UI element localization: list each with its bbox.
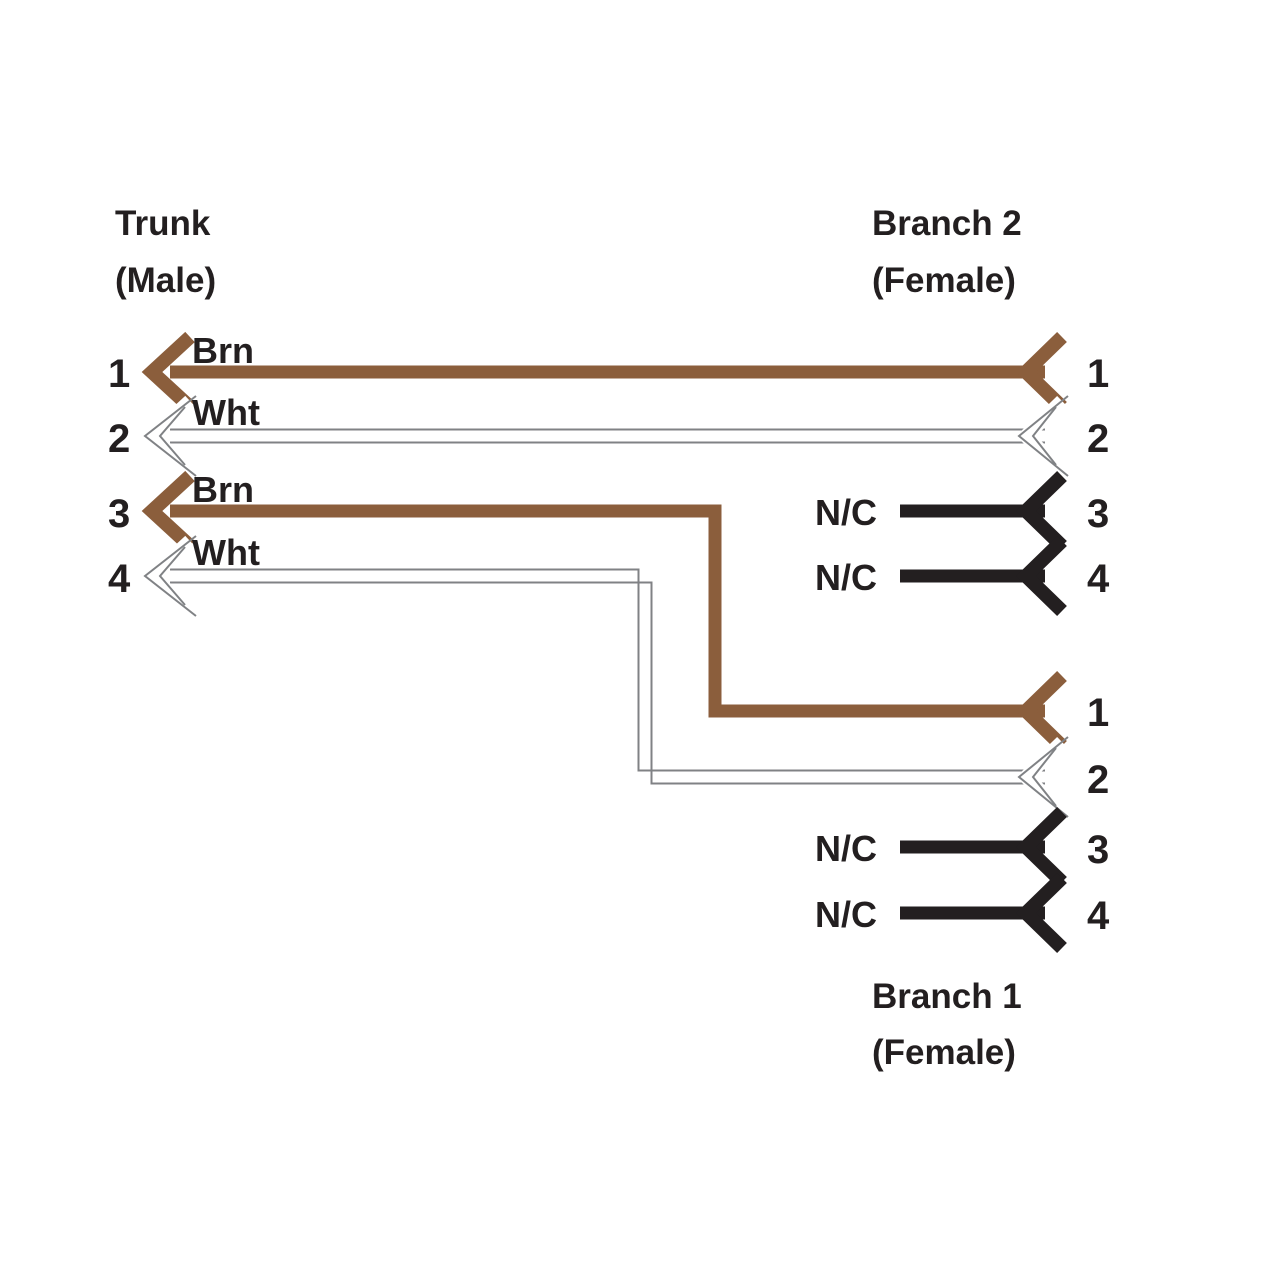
arrowhead-left-trunk-4 — [143, 535, 197, 617]
wire-label-trunk-1: Brn — [192, 330, 254, 371]
nc-stub-branch2-3 — [900, 470, 1067, 552]
trunk-pin-number-2: 2 — [108, 417, 130, 461]
arrowhead-left-trunk-2 — [143, 395, 197, 477]
arrowhead-right-branch2-4 — [1015, 535, 1067, 617]
arrowhead-right-branch2-3 — [1015, 470, 1067, 552]
branch2-nc-label-3: N/C — [815, 492, 877, 533]
trunk-pin-number-1: 1 — [108, 352, 130, 396]
arrowhead-left-trunk-1 — [141, 331, 195, 413]
arrowhead-right-branch1-2 — [1017, 736, 1069, 818]
branch2-title-line2: (Female) — [872, 261, 1016, 300]
wire-trunk1-branch2-1 — [141, 331, 1067, 413]
branch1-pin-number-3: 3 — [1087, 828, 1109, 872]
branch1-title-line2: (Female) — [872, 1033, 1016, 1072]
nc-stub-branch1-4 — [900, 872, 1067, 954]
wire-trunk4-branch1-2 — [141, 535, 1069, 818]
branch2-title-line1: Branch 2 — [872, 204, 1022, 243]
arrowhead-right-branch1-4 — [1015, 872, 1067, 954]
arrowhead-right-branch1-1 — [1015, 670, 1067, 752]
trunk-pin-number-4: 4 — [108, 557, 131, 601]
wire-label-trunk-4: Wht — [192, 532, 260, 573]
nc-stub-branch1-3 — [900, 806, 1067, 888]
wire-label-trunk-2: Wht — [192, 392, 260, 433]
nc-stub-branch2-4 — [900, 535, 1067, 617]
branch1-nc-label-3: N/C — [815, 828, 877, 869]
wire-trunk2-branch2-2 — [141, 395, 1069, 477]
arrowhead-right-branch2-1 — [1015, 331, 1067, 413]
trunk-title-line1: Trunk — [115, 204, 211, 243]
trunk-title-line2: (Male) — [115, 261, 216, 300]
branch1-pin-number-4: 4 — [1087, 894, 1110, 938]
branch2-nc-label-4: N/C — [815, 557, 877, 598]
branch2-pin-number-4: 4 — [1087, 557, 1110, 601]
arrowhead-left-trunk-3 — [141, 470, 195, 552]
branch1-nc-label-4: N/C — [815, 894, 877, 935]
trunk-pin-number-3: 3 — [108, 492, 130, 536]
branch2-pin-number-1: 1 — [1087, 352, 1109, 396]
arrowhead-right-branch2-2 — [1017, 395, 1069, 477]
wire-label-trunk-3: Brn — [192, 469, 254, 510]
wire-trunk3-branch1-1 — [141, 470, 1067, 752]
branch1-title-line1: Branch 1 — [872, 977, 1022, 1016]
arrowhead-right-branch1-3 — [1015, 806, 1067, 888]
branch2-pin-number-3: 3 — [1087, 492, 1109, 536]
branch1-pin-number-1: 1 — [1087, 691, 1109, 735]
branch2-pin-number-2: 2 — [1087, 417, 1109, 461]
branch1-pin-number-2: 2 — [1087, 758, 1109, 802]
